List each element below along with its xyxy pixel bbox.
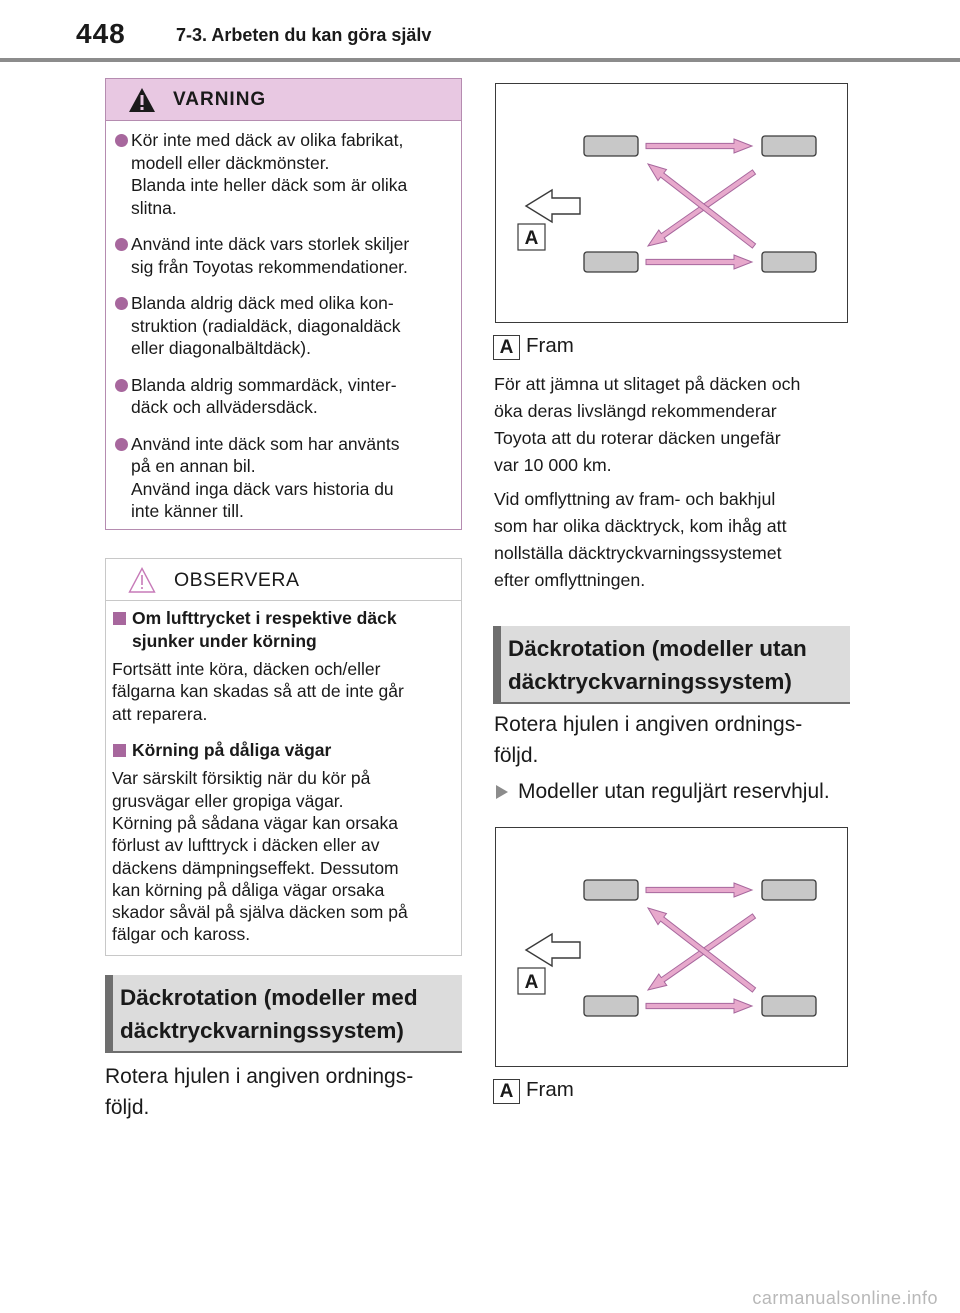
- rotation-paragraph-2: Vid omflyttning av fram- och bakhjul som…: [494, 489, 787, 590]
- section-heading-without-tpms: Däckrotation (modeller utan däcktryckvar…: [493, 626, 850, 704]
- rotation-arrow: [645, 882, 754, 898]
- rotation-instruction-left: Rotera hjulen i angiven ordnings- följd.: [105, 1065, 414, 1119]
- notice-paragraph: Var särskilt försiktig när du kör på gru…: [112, 768, 408, 945]
- diagram-label: A: [525, 972, 539, 993]
- diagram-label-box: [517, 967, 546, 995]
- warning-list: Kör inte med däck av olika fabrikat, mod…: [106, 121, 461, 523]
- notice-content: Om lufttrycket i respektive däck sjunker…: [106, 601, 461, 946]
- rotation-arrow: [645, 138, 754, 154]
- section-heading-with-tpms: Däckrotation (modeller med däcktryckvarn…: [105, 975, 462, 1053]
- diagram-label-box: [517, 223, 546, 251]
- tire-icon: [583, 251, 639, 273]
- bullet-dot-icon: [115, 297, 128, 310]
- notice-paragraph: Fortsätt inte köra, däcken och/eller fäl…: [112, 659, 404, 724]
- legend-badge: A: [493, 335, 520, 360]
- bullet-dot-icon: [115, 437, 128, 451]
- triangle-bullet-icon: [496, 785, 508, 799]
- notice-subheading: Om lufttrycket i respektive däck sjunker…: [112, 607, 451, 652]
- page-number: 448: [76, 18, 126, 49]
- notice-header: OBSERVERA: [106, 559, 461, 601]
- warning-item: Använd inte däck vars storlek skiljer si…: [106, 233, 451, 278]
- warning-icon: [129, 88, 155, 112]
- notice-box: OBSERVERA Om lufttrycket i respektive dä…: [105, 558, 462, 956]
- rotation-arrow: [645, 998, 754, 1014]
- tire-rotation-diagram: A: [495, 83, 848, 323]
- tire-icon: [761, 879, 817, 901]
- tire-icon: [761, 251, 817, 273]
- rotation-arrow: [646, 163, 757, 249]
- page-header: 448 7-3. Arbeten du kan göra själv: [0, 0, 960, 64]
- rotation-diagram-svg: A: [517, 879, 817, 1017]
- warning-item: Blanda aldrig däck med olika kon- strukt…: [106, 292, 451, 360]
- notice-title: OBSERVERA: [174, 569, 300, 591]
- bullet-square-icon: [113, 743, 126, 757]
- rotation-arrow: [645, 254, 754, 270]
- legend-text: Fram: [526, 334, 574, 357]
- caution-icon: [128, 567, 156, 593]
- rotation-diagram-svg: A: [517, 135, 817, 273]
- tire-icon: [761, 995, 817, 1017]
- header-rule: [0, 58, 960, 62]
- tire-icon: [761, 135, 817, 157]
- warning-item: Använd inte däck som har använts på en a…: [106, 433, 451, 523]
- warning-box: VARNING Kör inte med däck av olika fabri…: [105, 78, 462, 530]
- warning-header: VARNING: [106, 79, 461, 121]
- front-direction-arrow-icon: [524, 932, 581, 968]
- tire-icon: [583, 135, 639, 157]
- warning-item: Blanda aldrig sommardäck, vinter- däck o…: [106, 374, 451, 419]
- rotation-instruction-right: Rotera hjulen i angiven ordnings- följd.: [494, 713, 803, 767]
- bullet-dot-icon: [115, 378, 128, 392]
- notice-subheading: Körning på dåliga vägar: [112, 739, 451, 762]
- front-direction-arrow-icon: [524, 188, 581, 224]
- watermark: carmanualsonline.info: [752, 1288, 938, 1308]
- bullet-dot-icon: [115, 238, 128, 251]
- tire-rotation-diagram: A: [495, 827, 848, 1067]
- tire-icon: [583, 879, 639, 901]
- bullet-square-icon: [113, 612, 126, 625]
- rotation-paragraph-1: För att jämna ut slitaget på däcken och …: [494, 374, 801, 475]
- rotation-arrow: [646, 907, 757, 993]
- diagram-label: A: [525, 228, 539, 249]
- tire-icon: [583, 995, 639, 1017]
- legend-badge: A: [493, 1079, 520, 1104]
- warning-title: VARNING: [173, 89, 267, 110]
- bullet-dot-icon: [115, 134, 128, 147]
- section-title: 7-3. Arbeten du kan göra själv: [176, 25, 432, 45]
- warning-item: Kör inte med däck av olika fabrikat, mod…: [106, 129, 451, 219]
- legend-text: Fram: [526, 1078, 574, 1101]
